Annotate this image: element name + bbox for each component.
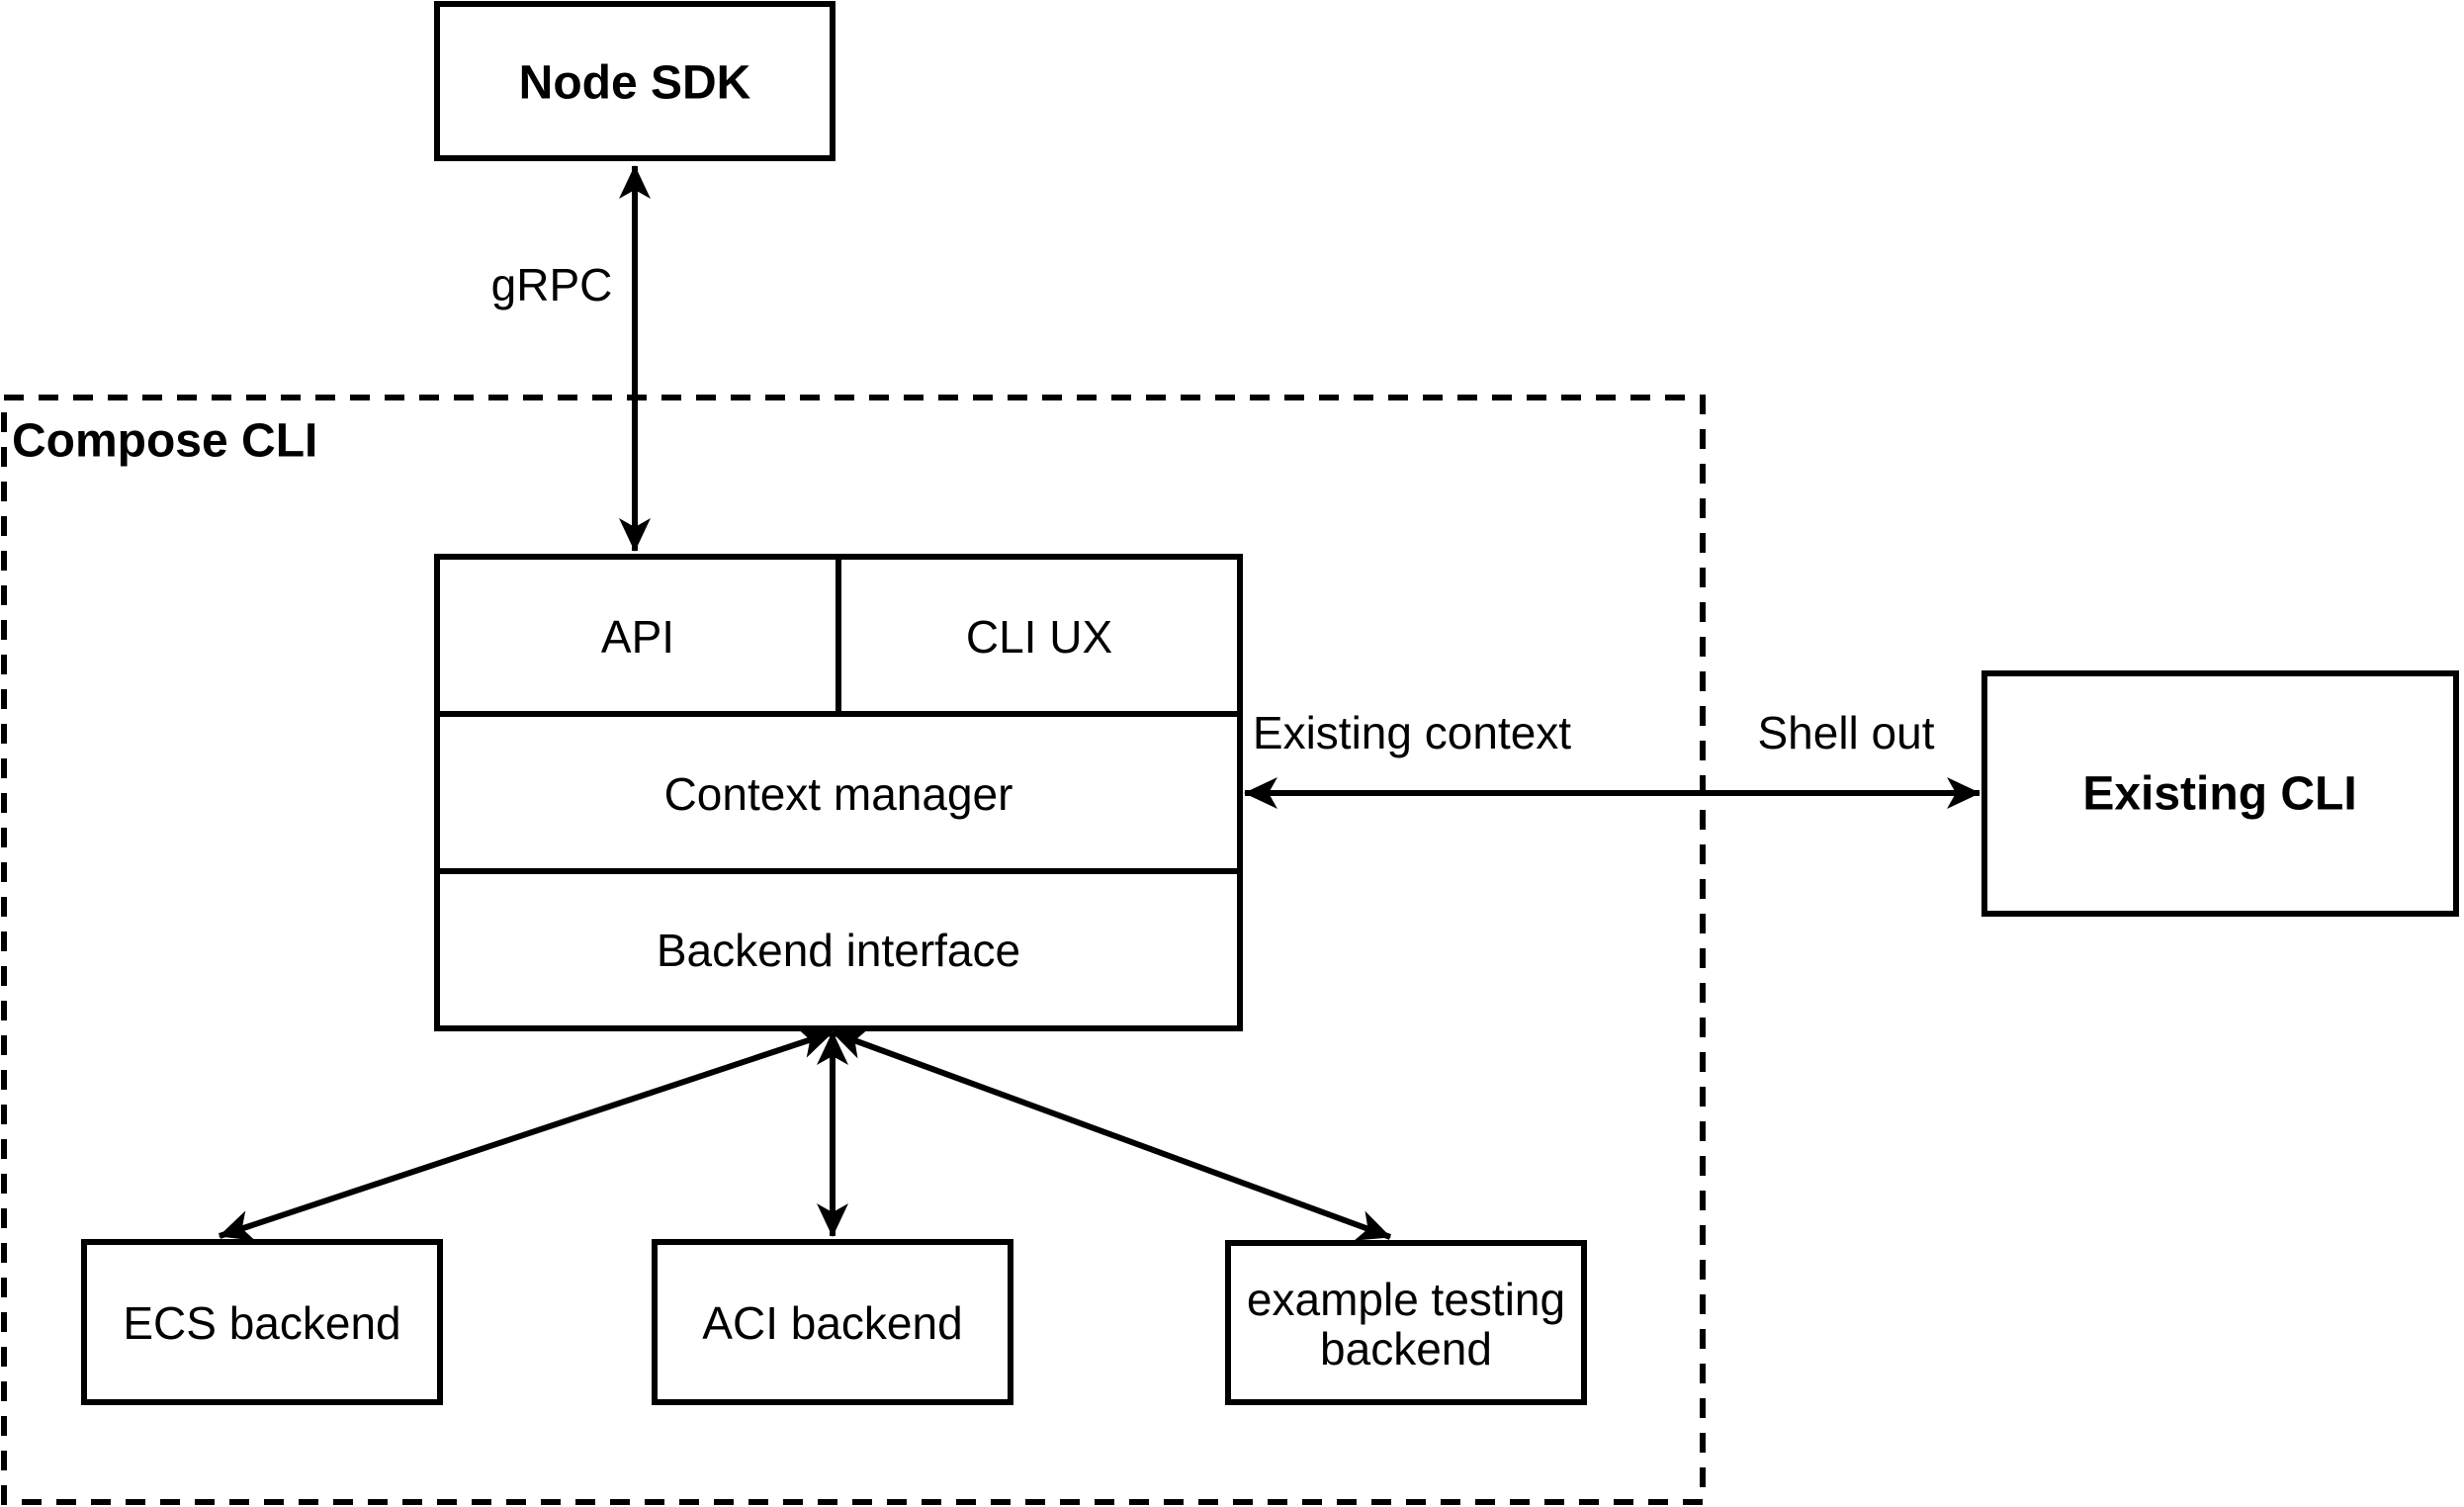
aci-backend-label: ACI backend	[702, 1297, 962, 1349]
existing-cli-label: Existing CLI	[2082, 768, 2356, 821]
compose-cli-group-box	[1, 395, 1706, 1505]
existing-cli-box	[1981, 670, 2459, 917]
backend-interface-label: Backend interface	[657, 925, 1020, 976]
edge-backend-example	[831, 1028, 1392, 1241]
example-testing-backend-label-line2: backend	[1320, 1323, 1492, 1374]
aci-backend-box	[652, 1239, 1013, 1405]
compose-cli-group-label: Compose CLI	[12, 415, 317, 468]
edge-existing-context-label: Existing context	[1253, 707, 1571, 758]
node-sdk-label: Node SDK	[519, 57, 751, 110]
example-testing-backend-box	[1225, 1240, 1587, 1405]
example-testing-backend-label-line1: example testing	[1247, 1274, 1565, 1325]
ecs-backend-box	[81, 1239, 443, 1405]
api-label: API	[601, 611, 674, 663]
edge-grpc-label: gRPC	[491, 259, 613, 310]
node-sdk-box	[434, 1, 836, 161]
edge-shell-out-label: Shell out	[1757, 707, 1934, 758]
context-manager-label: Context manager	[664, 768, 1013, 820]
cli-ux-label: CLI UX	[966, 611, 1112, 663]
edge-backend-ecs	[219, 1027, 834, 1241]
ecs-backend-label: ECS backend	[123, 1297, 400, 1349]
